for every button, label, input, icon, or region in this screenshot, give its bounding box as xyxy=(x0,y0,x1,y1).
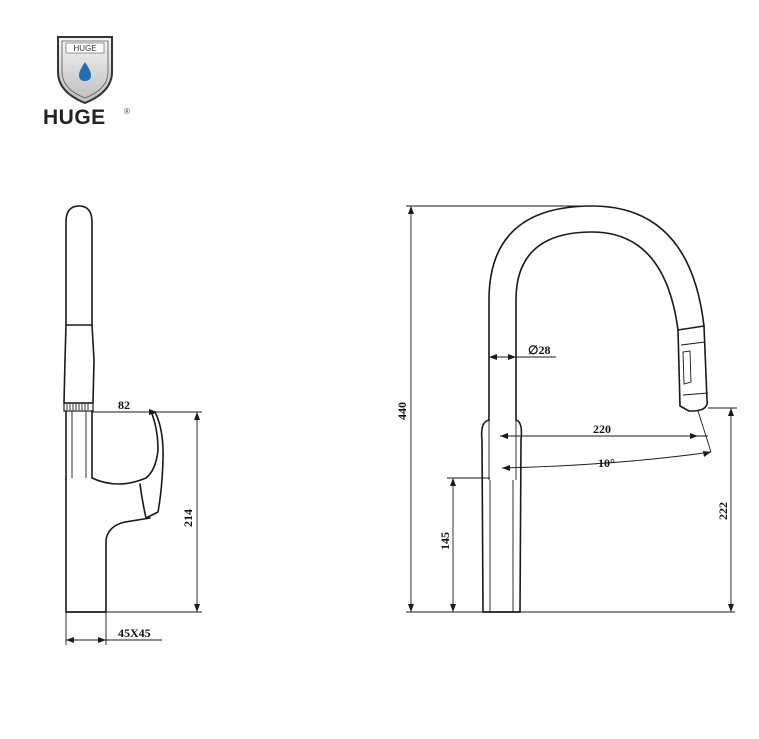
shield-icon: HUGE xyxy=(57,36,113,105)
dim-angle: 10° xyxy=(598,456,615,470)
front-sprayer-head xyxy=(677,325,709,412)
dim-spout-reach: 220 xyxy=(593,422,611,436)
logo-registered-mark: ® xyxy=(124,107,130,116)
dim-total-height: 440 xyxy=(395,402,409,420)
side-handle-lever xyxy=(91,411,164,519)
water-drop-icon xyxy=(79,62,91,81)
dim-height-to-handle: 214 xyxy=(181,509,195,527)
dim-base-size: 45X45 xyxy=(118,626,151,640)
front-body xyxy=(480,419,523,613)
side-sprayer-head xyxy=(65,205,93,326)
side-view: 82 214 45X45 xyxy=(63,205,202,645)
logo-brand-name: HUGE xyxy=(43,106,106,129)
logo-shield-text: HUGE xyxy=(73,44,96,53)
dim-handle-reach: 82 xyxy=(118,398,130,412)
side-sprayer-neck xyxy=(63,324,95,404)
dim-spout-diameter: ∅28 xyxy=(528,343,550,357)
front-spout-outer xyxy=(488,205,705,421)
front-spout-inner xyxy=(515,231,679,421)
dim-base-height: 145 xyxy=(438,532,452,550)
front-view: 440 ∅28 220 10° 145 222 xyxy=(395,205,737,613)
brand-logo: HUGE HUGE ® xyxy=(43,36,130,129)
dim-spout-height: 222 xyxy=(716,502,730,520)
side-body xyxy=(65,477,151,613)
